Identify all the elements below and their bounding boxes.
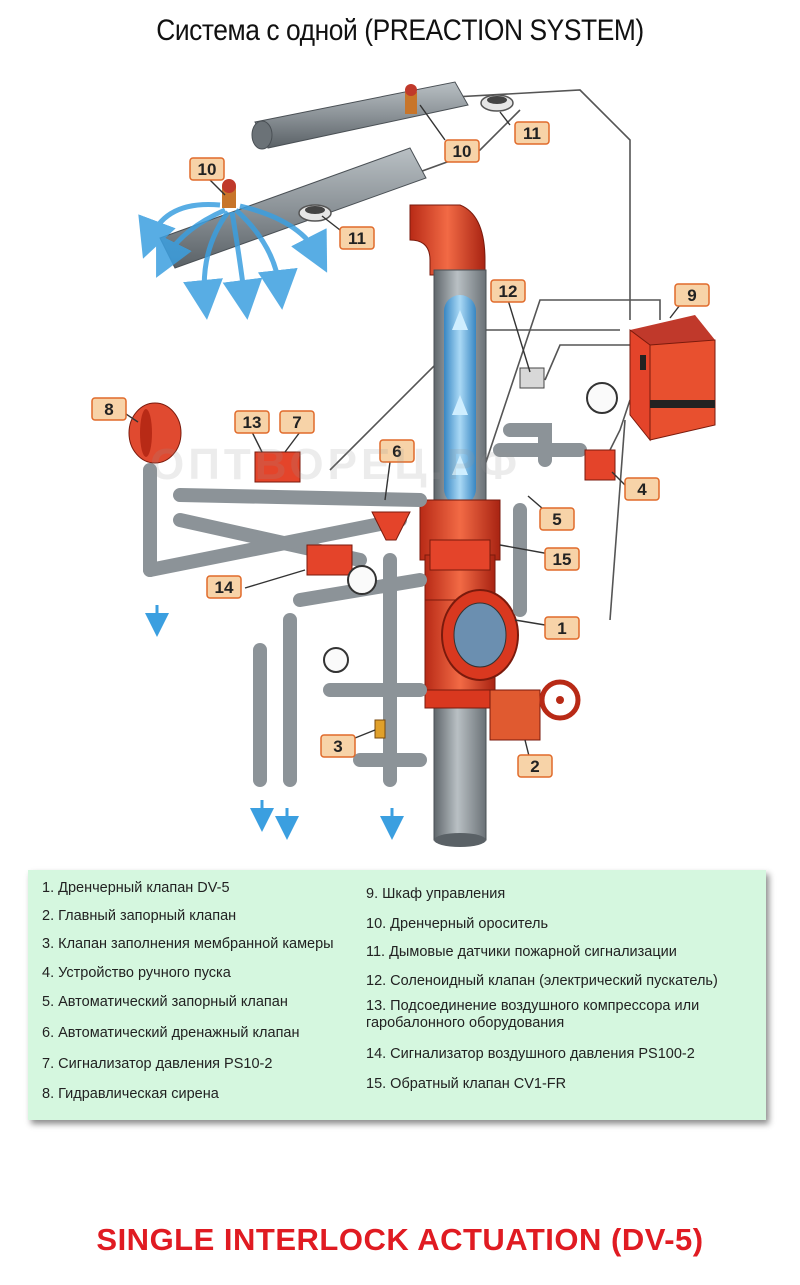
main-shutoff-valve (489, 679, 581, 741)
drain-arrows (145, 605, 404, 840)
svg-text:11: 11 (348, 229, 366, 248)
callout-11a: 11 (514, 121, 550, 145)
auto-drain-funnel (371, 511, 411, 541)
svg-text:3: 3 (333, 737, 342, 756)
callout-10b: 10 (444, 139, 480, 163)
legend-item-13: 13. Подсоединение воздушного компрессора… (366, 998, 700, 1031)
callout-9: 9 (674, 283, 710, 307)
svg-text:4: 4 (637, 480, 647, 499)
control-cabinet (629, 315, 716, 442)
sprinkler-10b (405, 84, 417, 114)
callout-13: 13 (234, 410, 270, 434)
callout-2: 2 (517, 754, 553, 778)
legend-item-2: 2. Главный запорный клапан (42, 908, 237, 924)
legend-item-6: 6. Автоматический дренажный клапан (42, 1025, 300, 1041)
callout-15: 15 (544, 547, 580, 571)
riser-elbow (409, 204, 486, 276)
legend-item-7: 7. Сигнализатор давления PS10-2 (42, 1056, 273, 1072)
callout-11b: 11 (339, 226, 375, 250)
svg-text:8: 8 (104, 400, 113, 419)
page-title: Система с одной (PREACTION SYSTEM) (156, 14, 644, 47)
air-pressure-switch-ps100 (306, 544, 353, 576)
callout-labels: 10 10 11 11 12 9 8 13 (91, 121, 710, 778)
svg-text:6: 6 (392, 442, 401, 461)
preaction-system-diagram: 10 10 11 11 12 9 8 13 (91, 81, 716, 847)
legend-item-15: 15. Обратный клапан CV1-FR (366, 1076, 567, 1092)
svg-text:14: 14 (215, 578, 234, 597)
smoke-detector-11a (480, 94, 514, 112)
svg-text:9: 9 (687, 286, 696, 305)
sprinkler-10a (222, 179, 236, 208)
svg-text:7: 7 (292, 413, 301, 432)
hydraulic-siren (128, 402, 182, 464)
svg-text:1: 1 (557, 619, 566, 638)
svg-text:2: 2 (530, 757, 539, 776)
legend-item-1: 1. Дренчерный клапан DV-5 (42, 880, 230, 896)
sprinkler-spray (138, 201, 328, 320)
legend-item-9: 9. Шкаф управления (366, 886, 506, 902)
legend-item-12: 12. Соленоидный клапан (электрический пу… (366, 973, 718, 989)
callout-5: 5 (539, 507, 575, 531)
svg-text:10: 10 (198, 160, 217, 179)
legend-item-11: 11. Дымовые датчики пожарной сигнализаци… (366, 944, 677, 960)
callout-1: 1 (544, 616, 580, 640)
callout-6: 6 (379, 439, 415, 463)
legend-item-4: 4. Устройство ручного пуска (42, 965, 231, 981)
gauges (323, 382, 618, 673)
solenoid-valve (519, 367, 545, 389)
membrane-fill-valve (374, 719, 386, 739)
svg-text:11: 11 (523, 124, 541, 143)
legend-item-5: 5. Автоматический запорный клапан (42, 994, 288, 1010)
legend-item-10: 10. Дренчерный ороситель (366, 916, 549, 932)
legend-item-14: 14. Сигнализатор воздушного давления PS1… (366, 1046, 695, 1062)
callout-8: 8 (91, 397, 127, 421)
callout-14: 14 (206, 575, 242, 599)
pressure-switch-ps10 (254, 451, 301, 483)
callout-7: 7 (279, 410, 315, 434)
callout-12: 12 (490, 279, 526, 303)
callout-10a: 10 (189, 157, 225, 181)
svg-text:10: 10 (453, 142, 472, 161)
legend-panel: 1. Дренчерный клапан DV-5 2. Главный зап… (28, 870, 766, 1120)
legend-item-8: 8. Гидравлическая сирена (42, 1086, 219, 1102)
svg-text:15: 15 (553, 550, 572, 569)
svg-text:13: 13 (243, 413, 262, 432)
callout-3: 3 (320, 734, 356, 758)
manual-release (584, 449, 616, 481)
svg-text:5: 5 (552, 510, 561, 529)
footer-caption: SINGLE INTERLOCK ACTUATION (DV-5) (96, 1222, 704, 1257)
svg-text:12: 12 (499, 282, 518, 301)
check-valve-cv1 (429, 539, 491, 571)
callout-4: 4 (624, 477, 660, 501)
legend-item-3: 3. Клапан заполнения мембранной камеры (42, 936, 334, 952)
deluge-valve-dv5 (419, 499, 519, 709)
